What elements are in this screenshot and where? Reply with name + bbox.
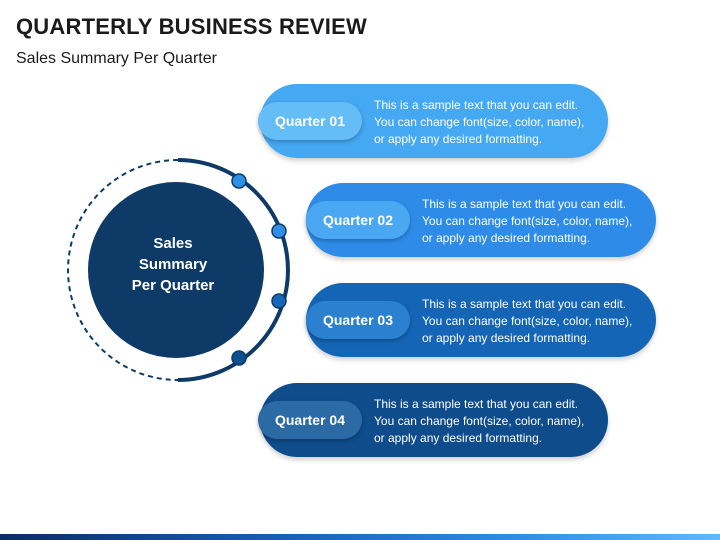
quarter-text-4: This is a sample text that you can edit.… — [374, 397, 585, 445]
quarter-text-3: This is a sample text that you can edit.… — [422, 297, 633, 345]
connector-dot-1 — [231, 173, 247, 189]
page-title: QUARTERLY BUSINESS REVIEW — [16, 14, 367, 39]
quarter-card-4: Quarter 04 This is a sample text that yo… — [258, 383, 608, 457]
connector-dot-2 — [271, 223, 287, 239]
center-circle — [88, 182, 264, 358]
dashed-arc — [67, 159, 179, 381]
quarter-card-2: Quarter 02 This is a sample text that yo… — [306, 183, 656, 257]
quarter-text-2: This is a sample text that you can edit.… — [422, 197, 633, 245]
bottom-accent-bar — [0, 534, 720, 540]
quarter-text-1: This is a sample text that you can edit.… — [374, 98, 585, 146]
page-subtitle: Sales Summary Per Quarter — [16, 50, 217, 67]
solid-arc — [177, 158, 290, 382]
quarter-tag-3: Quarter 03 — [306, 301, 410, 339]
quarter-tag-1: Quarter 01 — [258, 102, 362, 140]
connector-dot-3 — [271, 293, 287, 309]
quarter-card-3: Quarter 03 This is a sample text that yo… — [306, 283, 656, 357]
center-label: Sales Summary Per Quarter — [131, 235, 215, 294]
connector-dot-4 — [231, 350, 247, 366]
quarter-card-1: Quarter 01 This is a sample text that yo… — [258, 84, 608, 158]
quarter-tag-2: Quarter 02 — [306, 201, 410, 239]
quarter-tag-4: Quarter 04 — [258, 401, 362, 439]
